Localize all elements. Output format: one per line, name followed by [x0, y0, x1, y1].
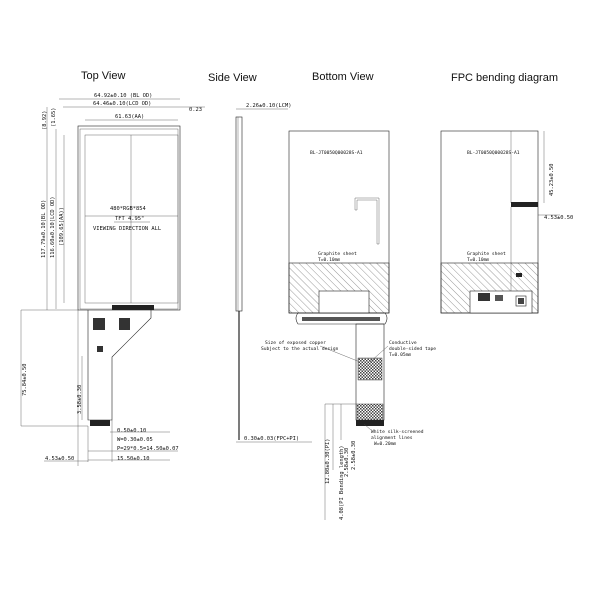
driver-ic — [112, 305, 154, 310]
side-panel-body — [235, 116, 243, 312]
fpc-bending-title: FPC bending diagram — [451, 72, 558, 84]
fpc-bend-edge — [511, 202, 538, 207]
fpc-graphite-t: T=0.10mm — [467, 257, 489, 263]
dim-453: 4.53±0.50 — [45, 456, 74, 462]
dim-pitch: P=29*0.5=14.50±0.07 — [117, 446, 179, 452]
dim-023: 0.23 — [189, 107, 202, 113]
silk-note-1: White silk-screened — [371, 429, 424, 435]
dim-fpc-358: 3.58±0.30 — [77, 385, 83, 414]
fpc-component-3 — [97, 346, 103, 352]
bottom-graphite-label: Graphite sheet — [318, 251, 357, 257]
top-view: 64.92±0.10 (BL OD) 64.46±0.10(LCD OD) 61… — [20, 93, 205, 466]
bottom-graphite-t: T=0.10mm — [318, 257, 340, 263]
dim-408: 4.08(PI Bending length) — [339, 445, 345, 520]
dim-1280: 12.80±0.30(PI) — [325, 439, 331, 484]
bottom-part-number: BL-JT0050Q00028S-A1 — [310, 150, 363, 156]
dim-bl-od: 64.92±0.10 (BL OD) — [94, 93, 152, 99]
fpc-component-2 — [119, 318, 130, 330]
dim-v-lcd-od: 116.60±0.10(LCD OD) — [50, 196, 56, 258]
bottom-bracket — [354, 197, 380, 245]
side-view-title: Side View — [208, 72, 257, 84]
dim-258: 2.58±0.30 — [351, 441, 357, 470]
fpc-bending-view: BL-JT0050Q00028S-A1 45.23±0.50 4.53±0.50… — [440, 130, 573, 314]
dim-050: 0.50±0.10 — [117, 428, 146, 434]
dim-165: (1.65) — [51, 108, 57, 127]
silk-note-2: alignment lines — [371, 435, 413, 441]
bottom-connector-bar — [356, 420, 384, 426]
side-view: 2.26±0.10(LCM) 0.30±0.03(FPC+PI) — [235, 103, 312, 443]
dim-fpc-453: 4.53±0.50 — [544, 215, 573, 221]
conductive-tape — [357, 357, 383, 381]
active-area — [84, 134, 179, 304]
dim-892: (8.92) — [42, 111, 48, 130]
bottom-view-title: Bottom View — [312, 71, 374, 83]
dim-fpc-pi: 0.30±0.03(FPC+PI) — [244, 436, 299, 442]
fpc-connector — [90, 420, 110, 426]
viewing-direction-label: VIEWING DIRECTION ALL — [93, 226, 161, 232]
dim-aa: 61.63(AA) — [115, 114, 144, 120]
cond-note-3: T=0.05mm — [389, 352, 411, 358]
dim-258-b: 2.58±0.30 — [344, 448, 350, 477]
silk-note-3: W=0.20mm — [374, 441, 396, 447]
fpc-tail — [87, 310, 152, 421]
type-label: TFT 4.95" — [115, 216, 144, 222]
dim-v-bl-od: 117.79±0.10(BL OD) — [41, 200, 47, 258]
connector-area — [356, 403, 384, 421]
fpc-component-1 — [93, 318, 105, 330]
fpc-connector-core — [518, 298, 524, 304]
fpc-chip-2 — [495, 295, 503, 301]
fpc-marker — [516, 273, 522, 277]
fpc-chip-1 — [478, 293, 490, 301]
fpc-fold-stripe — [302, 317, 380, 321]
dim-lcd-od: 64.46±0.10(LCD OD) — [93, 101, 151, 107]
dim-fpc-length: 75.84±0.50 — [22, 364, 28, 396]
cond-note-1: Conductive — [389, 340, 417, 346]
dim-w030: W=0.30±0.05 — [117, 437, 153, 443]
fpc-graphite-label: Graphite sheet — [467, 251, 506, 257]
top-view-title: Top View — [81, 70, 125, 82]
dim-v-aa: (109.65(AA)) — [59, 207, 65, 246]
copper-note-2: Subject to the actual design — [261, 346, 339, 352]
dim-1550: 15.50±0.10 — [117, 456, 149, 462]
copper-note-1: Size of exposed copper — [265, 340, 326, 346]
cond-note-2: double-sided tape — [389, 346, 436, 352]
bottom-view: BL-JT0050Q00028S-A1 Graphite sheet T=0.1… — [261, 130, 436, 520]
fpc-fold — [295, 312, 388, 325]
fpc-recess — [318, 290, 370, 314]
dim-4523: 45.23±0.50 — [549, 164, 555, 196]
dim-lcm: 2.26±0.10(LCM) — [246, 103, 291, 109]
fpc-part-number: BL-JT0050Q00028S-A1 — [467, 150, 520, 156]
resolution-label: 480*RGB*854 — [110, 206, 146, 212]
